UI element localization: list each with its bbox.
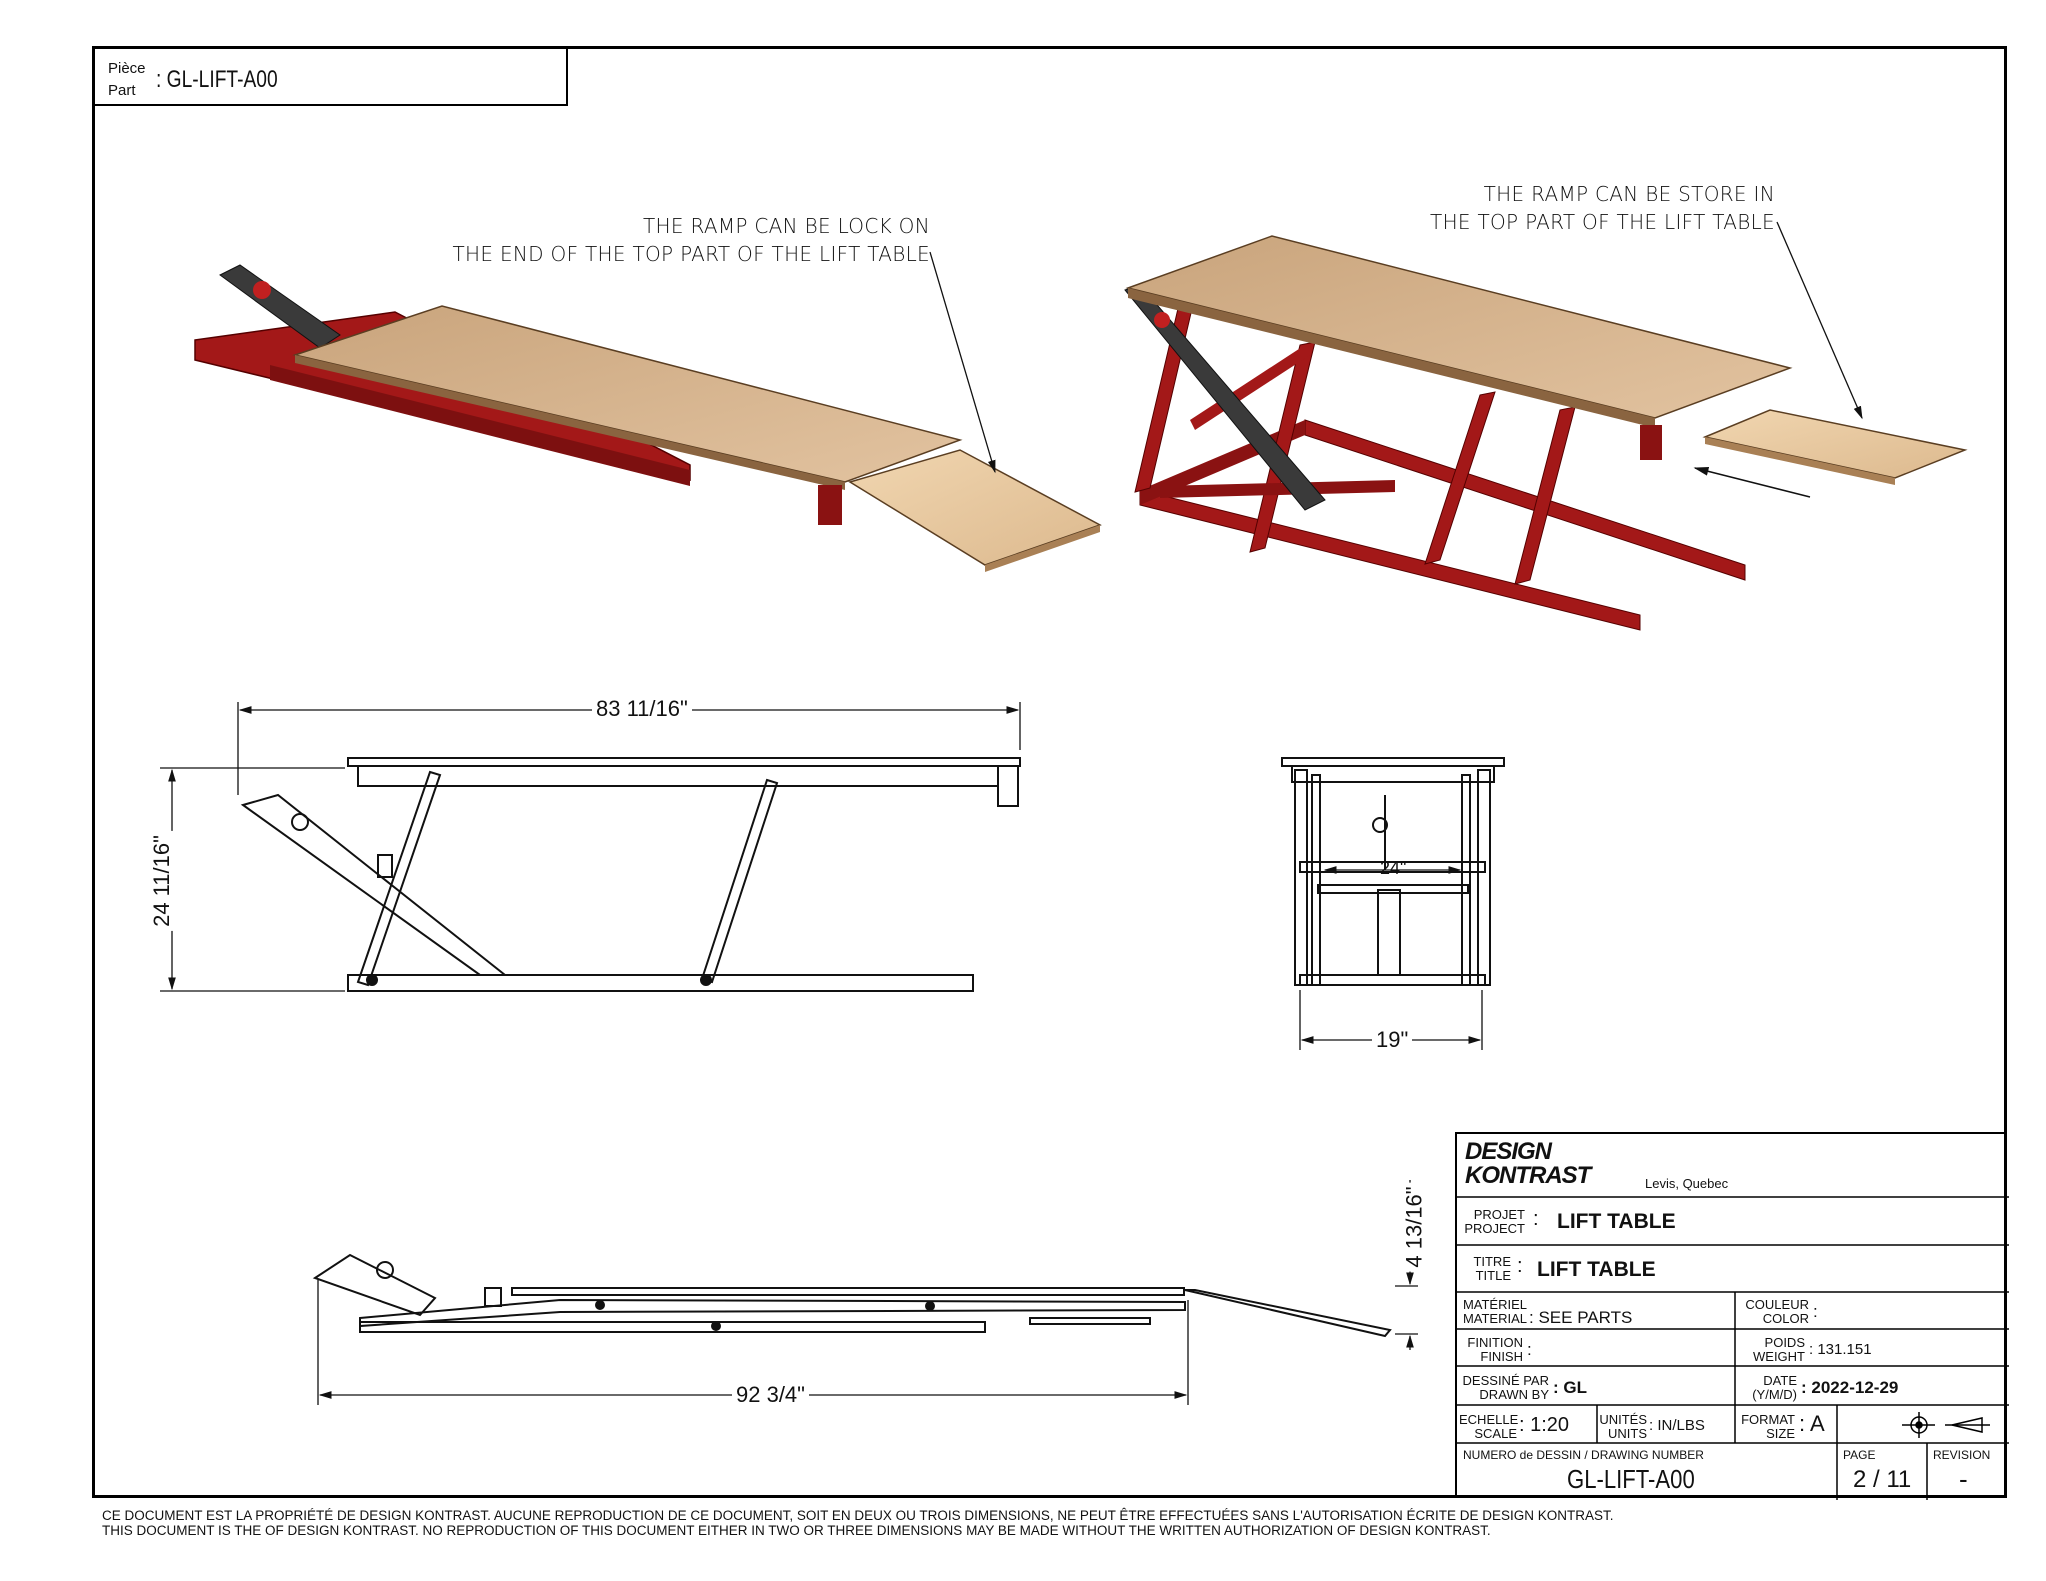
title-value: LIFT TABLE xyxy=(1537,1258,1656,1281)
drawing-number-label: NUMERO de DESSIN / DRAWING NUMBER xyxy=(1463,1448,1704,1462)
iso-view-ramp-locked xyxy=(194,264,1102,572)
drawing-sheet-border xyxy=(92,46,2007,1498)
weight-value: : 131.151 xyxy=(1809,1341,1872,1358)
dim-low-height: 4 13/16" xyxy=(1401,1182,1428,1272)
frame-leg xyxy=(818,485,842,525)
side-base xyxy=(347,974,974,992)
top-plate-2 xyxy=(1125,235,1793,419)
color-value: : xyxy=(1813,1302,1818,1321)
leader-ramp-lock xyxy=(929,251,996,474)
page-label: PAGE xyxy=(1843,1448,1876,1462)
dim-end-inner: 24" xyxy=(1380,858,1407,878)
side-leg-2 xyxy=(700,778,779,984)
note-ramp-store: THE RAMP CAN BE STORE IN THE TOP PART OF… xyxy=(1420,180,1775,236)
dim-low-length: 92 3/4" xyxy=(732,1382,809,1408)
date-value: : 2022-12-29 xyxy=(1801,1378,1899,1397)
side-cylinder xyxy=(240,793,508,976)
company-logo: DESIGN KONTRAST xyxy=(1465,1138,1591,1189)
low-ramp xyxy=(1184,1289,1392,1338)
top-plate xyxy=(292,305,963,483)
store-arrow xyxy=(1693,466,1811,498)
part-label-fr: Pièce xyxy=(108,60,146,77)
low-side-view xyxy=(312,1253,1392,1338)
company-name-line-1: DESIGN xyxy=(1465,1138,1552,1165)
title-block-grid xyxy=(1457,1196,2009,1500)
hydraulic-cylinder xyxy=(219,264,341,349)
project-value: LIFT TABLE xyxy=(1557,1210,1676,1233)
side-view xyxy=(240,757,1021,992)
material-value: : SEE PARTS xyxy=(1529,1308,1633,1327)
note-ramp-store-line-1: THE RAMP CAN BE STORE IN xyxy=(1483,182,1775,206)
side-leg-1 xyxy=(356,770,442,987)
projection-symbol xyxy=(1902,1412,1990,1438)
drawing-number: GL-LIFT-A00 xyxy=(1567,1464,1695,1494)
note-ramp-store-line-2: THE TOP PART OF THE LIFT TABLE xyxy=(1430,210,1775,234)
top-plate-edge xyxy=(295,355,845,490)
units-value: : IN/LBS xyxy=(1649,1417,1705,1434)
company-name-line-2: KONTRAST xyxy=(1465,1162,1591,1189)
low-cylinder xyxy=(312,1253,437,1317)
dim-end-width: 19" xyxy=(1372,1027,1413,1053)
iso-view-ramp-stored xyxy=(1124,235,1968,631)
format-value: : A xyxy=(1799,1411,1825,1436)
note-ramp-lock: THE RAMP CAN BE LOCK ON THE END OF THE T… xyxy=(450,212,930,268)
leg-2 xyxy=(1249,341,1316,553)
part-label-en: Part xyxy=(108,82,136,99)
end-view xyxy=(1281,757,1505,986)
cylinder-valve xyxy=(253,281,271,299)
drawn-by-value: : GL xyxy=(1553,1378,1587,1397)
side-top-plate xyxy=(347,757,1021,767)
leader-ramp-store xyxy=(1776,221,1863,420)
dim-side-height: 24 11/16" xyxy=(148,831,175,931)
company-location: Levis, Quebec xyxy=(1645,1176,1729,1191)
dim-side-length: 83 11/16" xyxy=(592,696,692,722)
end-cylinder xyxy=(1377,889,1401,976)
part-number: : GL-LIFT-A00 xyxy=(156,66,278,93)
revision-label: REVISION xyxy=(1933,1448,1991,1462)
footer-line-fr: CE DOCUMENT EST LA PROPRIÉTÉ DE DESIGN K… xyxy=(102,1508,1614,1523)
leg-4 xyxy=(1514,406,1576,585)
base-rail xyxy=(270,365,690,486)
finish-value: : xyxy=(1527,1340,1532,1359)
footer-line-en: THIS DOCUMENT IS THE OF DESIGN KONTRAST.… xyxy=(102,1523,1491,1538)
note-ramp-lock-line-2: THE END OF THE TOP PART OF THE LIFT TABL… xyxy=(452,242,930,266)
note-ramp-lock-line-1: THE RAMP CAN BE LOCK ON xyxy=(643,214,930,238)
low-base xyxy=(359,1321,986,1333)
leg-3 xyxy=(1424,391,1496,565)
date-label: DATE(Y/M/D) xyxy=(1752,1373,1797,1402)
part-box: Pièce Part : GL-LIFT-A00 xyxy=(92,46,568,106)
scale-value: : 1:20 xyxy=(1519,1414,1570,1436)
footer-disclaimer: CE DOCUMENT EST LA PROPRIÉTÉ DE DESIGN K… xyxy=(102,1508,1614,1538)
revision-value: - xyxy=(1959,1464,1968,1494)
page-value: 2 / 11 xyxy=(1853,1466,1912,1493)
